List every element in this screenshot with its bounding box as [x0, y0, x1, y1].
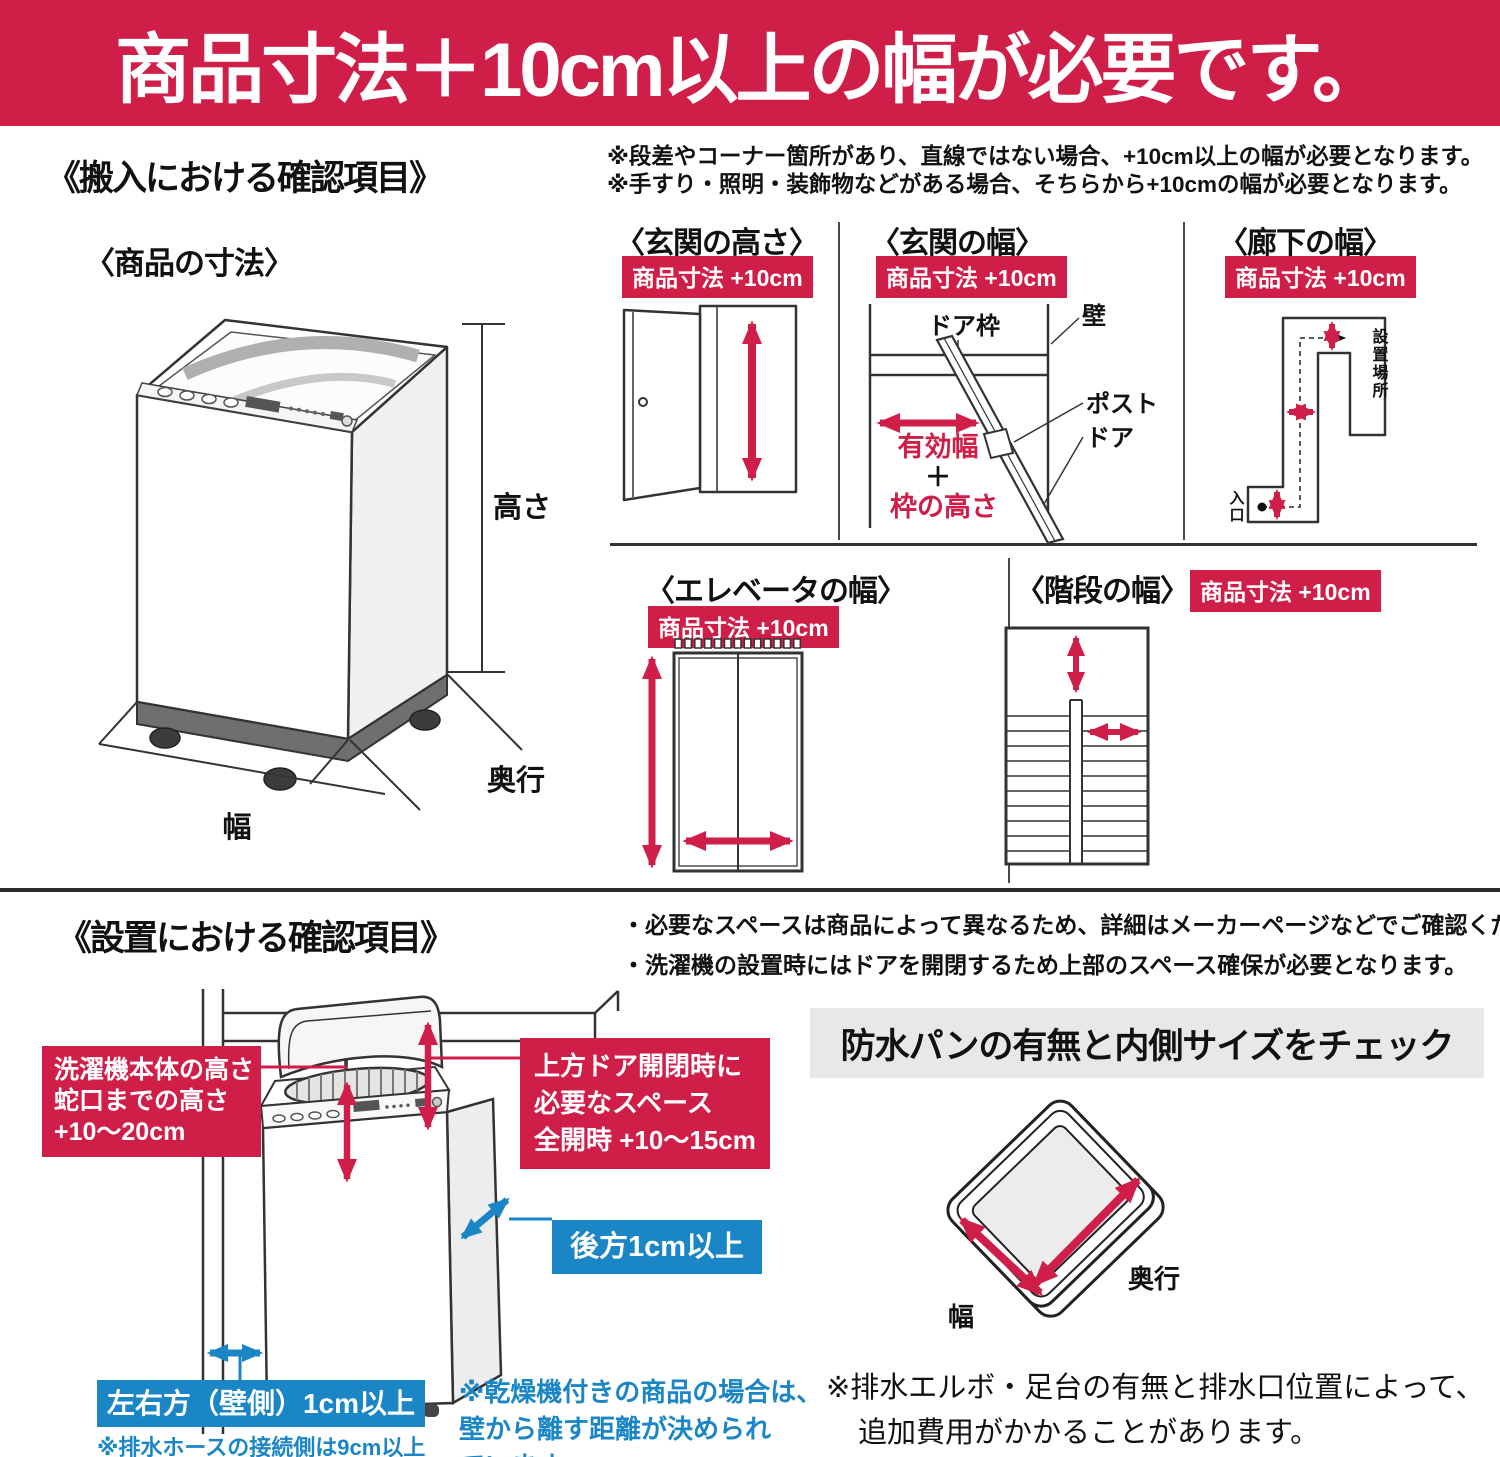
- label-machine-height: 洗濯機本体の高さ 蛇口までの高さ +10〜20cm: [42, 1046, 261, 1157]
- note-dryer: ※乾燥機付きの商品の場合は、 壁から離す距離が決められ ています。: [459, 1374, 822, 1457]
- dim-width-label: 幅: [222, 811, 251, 844]
- pan-banner-title: 防水パンの有無と内側サイズをチェック: [840, 1026, 1455, 1066]
- dim-depth-label: 奥行: [487, 764, 545, 797]
- panel-entrance-height-title: 〈玄関の高さ〉: [615, 227, 819, 260]
- pan-depth-label: 奥行: [1128, 1264, 1180, 1294]
- panel-hallway-title: 〈廊下の幅〉: [1218, 227, 1393, 260]
- section-install-title: 《設置における確認項目》: [57, 919, 455, 958]
- label-machine-height-line1: 洗濯機本体の高さ: [54, 1056, 255, 1084]
- divider-b-c: [1183, 222, 1185, 540]
- section-divider: [0, 888, 1500, 892]
- label-entrance: 入口: [1228, 490, 1245, 524]
- waterproof-pan-diagram: 幅 奥行: [946, 1099, 1180, 1332]
- label-effective-width: 有効幅: [898, 431, 979, 462]
- stairs-width-diagram: [1004, 626, 1150, 866]
- install-note-1: ・必要なスペースは商品によって異なるため、詳細はメーカーページなどでご確認くださ…: [622, 912, 1500, 938]
- label-frame-height: 枠の高さ: [890, 491, 998, 522]
- label-top-space-line3: 全開時 +10〜15cm: [534, 1125, 756, 1155]
- divider-row: [610, 543, 1477, 546]
- panel-elevator-title: 〈エレベータの幅〉: [645, 575, 907, 608]
- install-note-2: ・洗濯機の設置時にはドアを開閉するため上部のスペース確保が必要となります。: [622, 952, 1468, 978]
- header-title: 商品寸法＋10cm以上の幅が必要です。: [115, 28, 1388, 113]
- badge-entrance-height: 商品寸法 +10cm: [622, 256, 813, 298]
- label-top-space-line1: 上方ドア開閉時に: [534, 1051, 743, 1081]
- header-banner: 商品寸法＋10cm以上の幅が必要です。: [0, 0, 1500, 126]
- divider-a-b: [838, 222, 840, 540]
- label-machine-height-line3: +10〜20cm: [54, 1118, 186, 1146]
- install-space-diagram: [201, 989, 620, 1434]
- badge-hallway: 商品寸法 +10cm: [1225, 256, 1416, 298]
- entrance-width-diagram: ドア枠 壁 ポスト ドア 有効幅 ＋ 枠の高さ: [868, 302, 1158, 545]
- product-dims-title: 〈商品の寸法〉: [84, 246, 295, 281]
- hallway-width-diagram: 設置場所 入口: [1228, 316, 1389, 524]
- label-place: 設置場所: [1370, 327, 1389, 400]
- label-side-space: 左右方（壁側）1cm以上: [97, 1380, 425, 1427]
- note-dryer-line1: ※乾燥機付きの商品の場合は、: [459, 1377, 823, 1407]
- section-carry-title: 《搬入における確認項目》: [46, 159, 444, 198]
- label-machine-height-line2: 蛇口までの高さ: [54, 1087, 230, 1115]
- washer-product-illustration: 高さ 奥行 幅: [98, 318, 551, 844]
- dim-height-label: 高さ: [493, 491, 551, 524]
- note-dryer-line2: 壁から離す距離が決められ: [459, 1414, 772, 1444]
- note-drain: ※排水エルボ・足台の有無と排水口位置によって、 追加費用がかかることがあります。: [826, 1366, 1485, 1456]
- label-post: ポスト: [1086, 390, 1158, 418]
- label-door: ドア: [1086, 425, 1134, 452]
- entrance-height-diagram: [622, 304, 798, 502]
- note-hose: ※排水ホースの接続側は9cm以上: [97, 1435, 426, 1457]
- badge-entrance-width: 商品寸法 +10cm: [876, 256, 1067, 298]
- panel-entrance-width-title: 〈玄関の幅〉: [870, 227, 1045, 260]
- panel-stairs-title: 〈階段の幅〉: [1015, 575, 1190, 608]
- note-drain-line1: ※排水エルボ・足台の有無と排水口位置によって、: [826, 1372, 1485, 1404]
- pan-banner: 防水パンの有無と内側サイズをチェック: [810, 1008, 1484, 1078]
- note-dryer-line3: ています。: [459, 1448, 822, 1457]
- note-drain-line2: 追加費用がかかることがあります。: [858, 1417, 1320, 1449]
- label-top-space-line2: 必要なスペース: [534, 1088, 713, 1118]
- label-top-space: 上方ドア開閉時に 必要なスペース 全開時 +10〜15cm: [520, 1038, 770, 1169]
- carry-note-2: ※手すり・照明・装飾物などがある場合、そちらから+10cmの幅が必要となります。: [607, 172, 1462, 197]
- label-door-frame: ドア枠: [928, 313, 1000, 340]
- elevator-width-diagram: [642, 638, 804, 873]
- label-rear-space: 後方1cm以上: [552, 1220, 762, 1274]
- label-plus: ＋: [925, 462, 951, 492]
- carry-note-1: ※段差やコーナー箇所があり、直線ではない場合、+10cm以上の幅が必要となります…: [607, 144, 1484, 169]
- badge-stairs: 商品寸法 +10cm: [1190, 570, 1381, 612]
- pan-width-label: 幅: [948, 1302, 974, 1332]
- label-wall: 壁: [1082, 302, 1106, 330]
